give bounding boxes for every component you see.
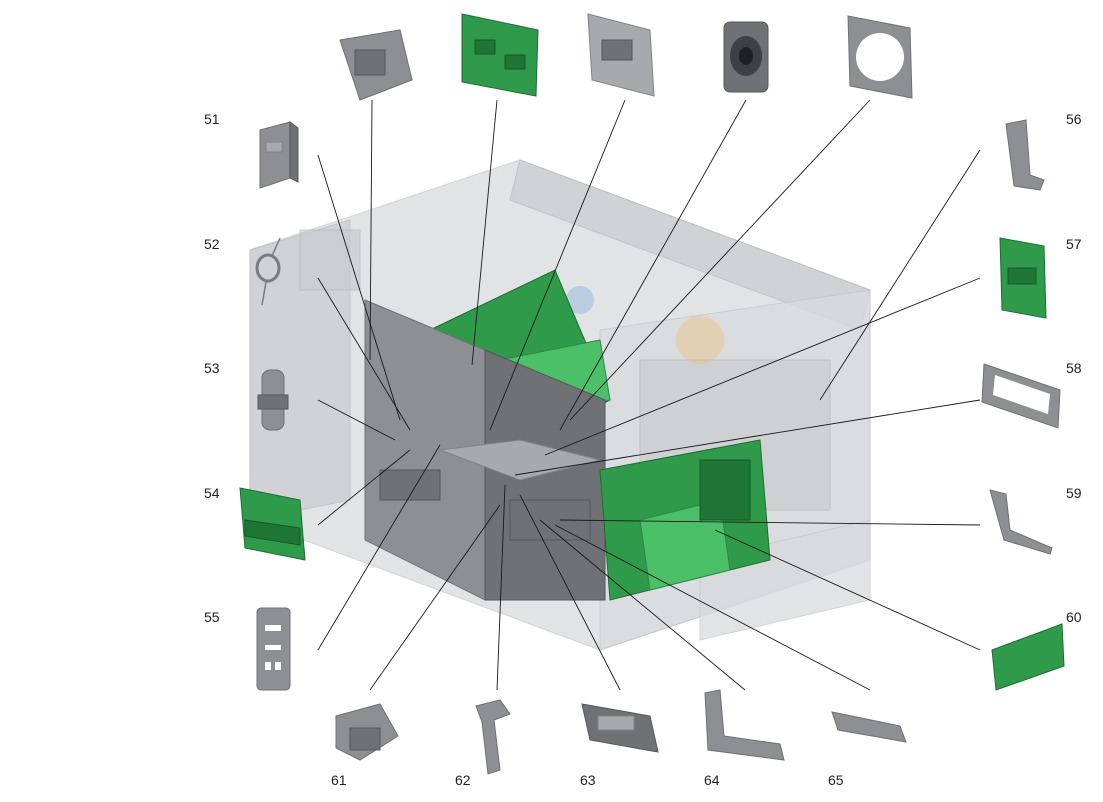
- part-55-plate: [256, 607, 291, 691]
- part-62-lever: [475, 699, 511, 775]
- leader-top-3: [489, 99, 626, 431]
- leader-top-2: [471, 99, 498, 366]
- leader-63: [519, 494, 621, 691]
- formatter-cage-assembly: [364, 269, 771, 601]
- leader-56: [819, 149, 981, 401]
- part-57-pcb: [999, 237, 1047, 319]
- callout-57: 57: [1066, 236, 1082, 252]
- leader-53: [317, 399, 396, 441]
- part-speaker: [723, 21, 769, 93]
- leader-61: [369, 504, 501, 691]
- part-58-frame: [981, 363, 1061, 429]
- part-fan-frame: [847, 15, 913, 99]
- leader-55: [317, 444, 441, 651]
- leader-top-1: [369, 99, 373, 361]
- callout-56: 56: [1066, 111, 1082, 127]
- callout-61: 61: [331, 772, 347, 788]
- leader-57: [544, 277, 981, 456]
- callout-labels: 51 52 53 54 55 56 57 58 59 60 61 62 63 6…: [204, 111, 1082, 788]
- part-63-bracket: [581, 703, 659, 753]
- part-65-plate: [831, 711, 907, 743]
- callout-60: 60: [1066, 609, 1082, 625]
- part-51-bracket: [259, 121, 299, 189]
- part-top-bracket: [339, 29, 413, 101]
- leader-top-5: [569, 99, 871, 421]
- part-59-bracket: [989, 489, 1053, 555]
- callout-52: 52: [204, 236, 220, 252]
- leader-58: [514, 399, 981, 476]
- part-top-pcb: [461, 13, 539, 97]
- part-52-spring: [255, 237, 281, 306]
- part-54-pcb: [239, 487, 306, 561]
- callout-59: 59: [1066, 485, 1082, 501]
- callout-63: 63: [580, 772, 596, 788]
- callout-62: 62: [455, 772, 471, 788]
- leader-52: [317, 277, 411, 431]
- leader-59: [559, 519, 981, 526]
- callout-58: 58: [1066, 360, 1082, 376]
- leader-64: [539, 519, 746, 691]
- part-61-block: [335, 703, 399, 761]
- part-53-hook: [257, 369, 289, 431]
- part-64-guide: [704, 689, 785, 761]
- callout-53: 53: [204, 360, 220, 376]
- callout-65: 65: [828, 772, 844, 788]
- leader-62: [496, 484, 506, 691]
- part-60-pcb: [991, 623, 1065, 691]
- leader-65: [554, 524, 871, 691]
- callout-55: 55: [204, 609, 220, 625]
- part-top-shield: [587, 13, 655, 97]
- callout-64: 64: [704, 772, 720, 788]
- leader-51: [317, 154, 401, 421]
- callout-51: 51: [204, 111, 220, 127]
- callout-54: 54: [204, 485, 220, 501]
- leader-54: [317, 449, 411, 526]
- leader-60: [714, 529, 981, 651]
- part-56-bracket: [1005, 119, 1045, 191]
- leader-lines: [317, 99, 981, 691]
- leader-top-4: [559, 99, 747, 431]
